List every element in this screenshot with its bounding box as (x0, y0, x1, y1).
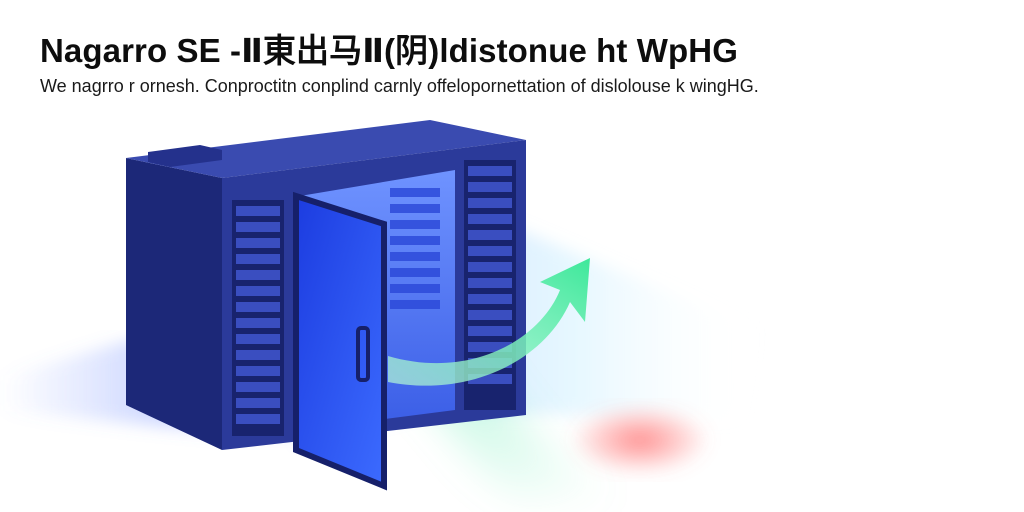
rack-top-box (148, 145, 222, 167)
page-subtitle: We nagrro r ornesh. Conproctitn conplind… (40, 76, 759, 96)
rack-top (126, 120, 526, 178)
rack-side (126, 158, 222, 450)
red-glow (570, 405, 710, 475)
page-title: Nagarro SE -Ⅱ東出马Ⅱ(阴)ldistonue ht WpHG (40, 32, 738, 69)
growth-arrow (388, 258, 590, 386)
rack-door (293, 191, 387, 491)
server-slots-interior (390, 188, 440, 309)
door-handle (356, 326, 370, 382)
server-slots-left (236, 206, 280, 424)
server-rack-illustration (0, 120, 760, 500)
